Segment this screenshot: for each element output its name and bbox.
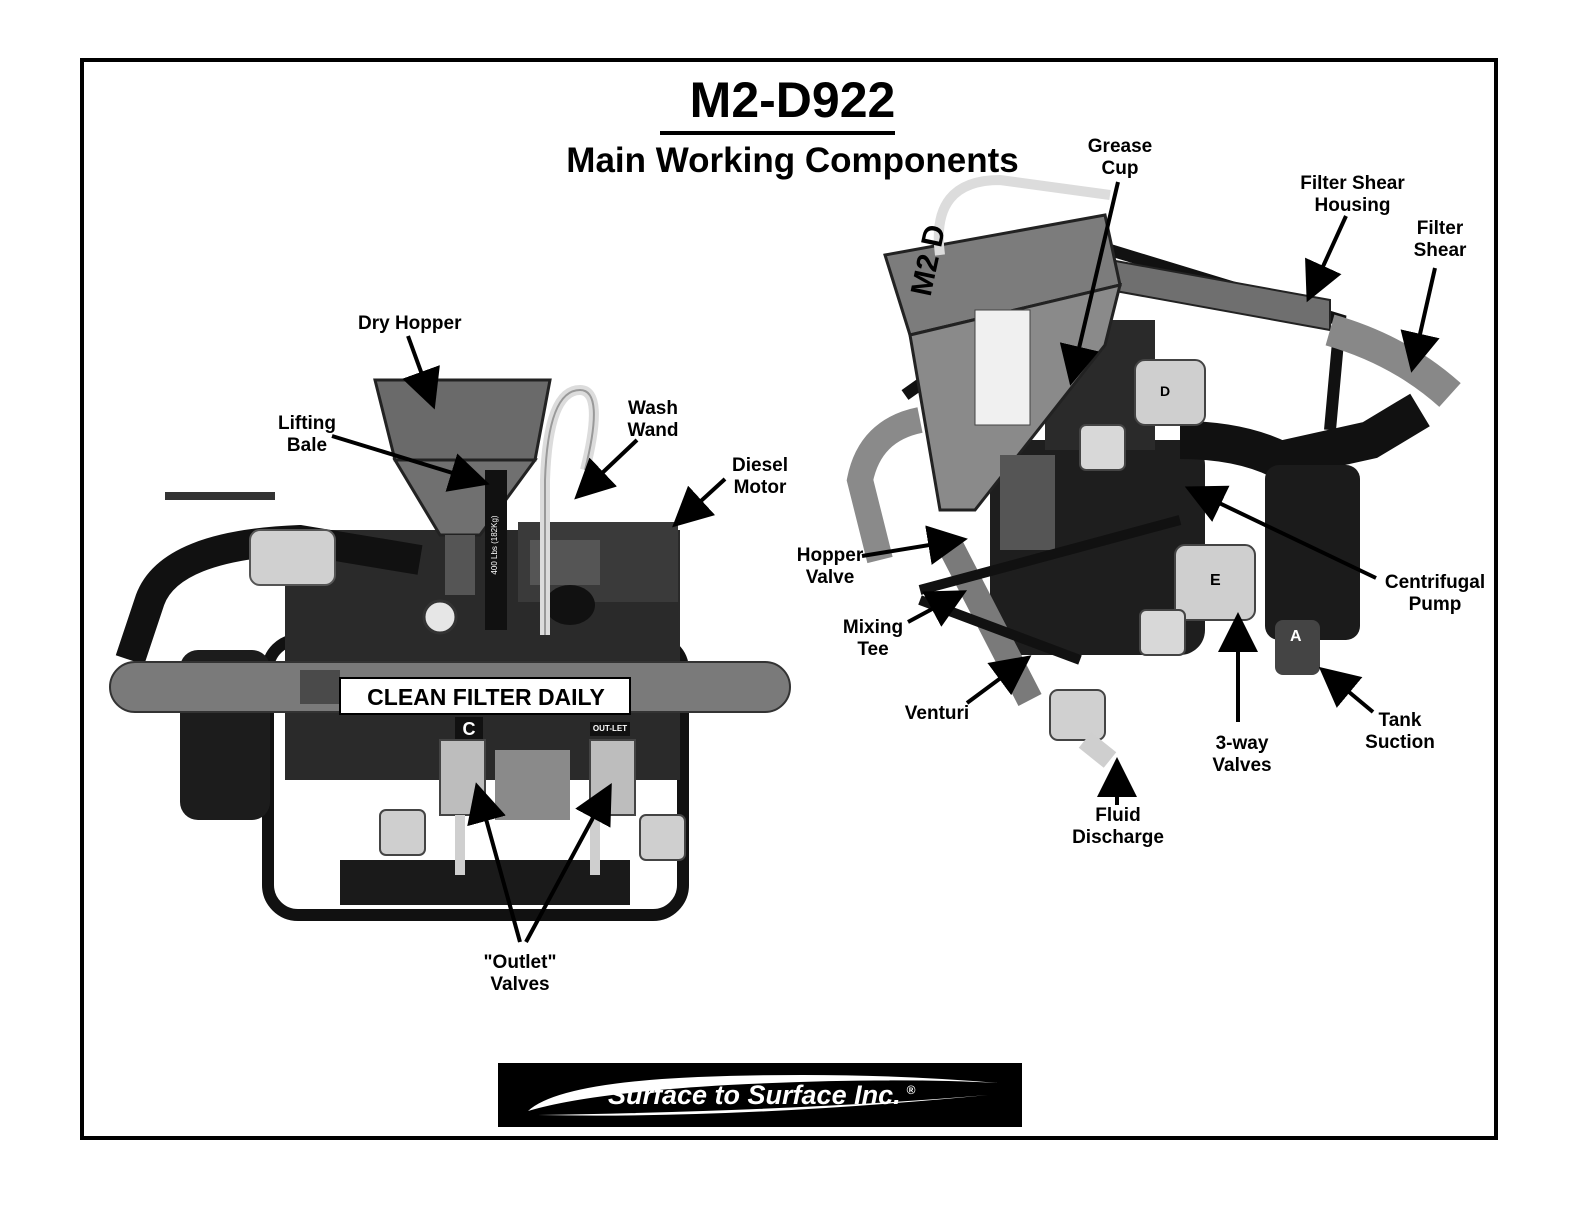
d-marker: D: [1160, 383, 1171, 399]
logo-text: Surface to Surface Inc.: [608, 1080, 901, 1110]
label-mixing-tee: Mixing Tee: [842, 617, 904, 660]
logo-wordmark: Surface to Surface Inc. ®: [608, 1073, 915, 1112]
right-machine-photo: [846, 174, 1461, 768]
registered-mark: ®: [906, 1083, 916, 1097]
label-centrifugal-pump: Centrifugal Pump: [1384, 572, 1486, 615]
label-outlet-valves: "Outlet" Valves: [483, 952, 557, 995]
page-title: M2-D922: [689, 72, 896, 128]
label-tank-suction: Tank Suction: [1365, 710, 1435, 753]
filter-sign: CLEAN FILTER DAILY: [367, 684, 605, 710]
label-grease-cup: Grease Cup: [1087, 136, 1153, 179]
outlet-tag: OUT-LET: [592, 724, 628, 733]
page-subtitle: Main Working Components: [566, 141, 1019, 180]
swoosh-icon: [528, 1075, 998, 1116]
callout-arrows: [331, 181, 1440, 943]
label-lifting-bale: Lifting Bale: [277, 413, 337, 456]
left-machine-photo: [109, 378, 791, 921]
label-fluid-discharge: Fluid Discharge: [1072, 805, 1164, 848]
label-wash-wand: Wash Wand: [627, 398, 679, 441]
c-marker: C: [462, 719, 476, 739]
company-logo: Surface to Surface Inc. ®: [498, 1063, 1022, 1127]
bale-tag: 400 Lbs (182Kg): [490, 515, 499, 575]
a-marker: A: [1290, 628, 1302, 645]
label-filter-shear-housing: Filter Shear Housing: [1300, 173, 1405, 216]
b-marker: B: [1030, 660, 1041, 676]
label-hopper-valve: Hopper Valve: [796, 545, 864, 588]
label-filter-shear: Filter Shear: [1413, 218, 1467, 261]
page-frame: [80, 58, 1498, 1140]
label-diesel-motor: Diesel Motor: [732, 455, 788, 498]
title-underline: [660, 131, 895, 135]
label-venturi: Venturi: [904, 703, 970, 724]
label-dry-hopper: Dry Hopper: [358, 313, 462, 334]
label-3-way-valves: 3-way Valves: [1212, 733, 1272, 776]
e-marker: E: [1210, 572, 1221, 589]
